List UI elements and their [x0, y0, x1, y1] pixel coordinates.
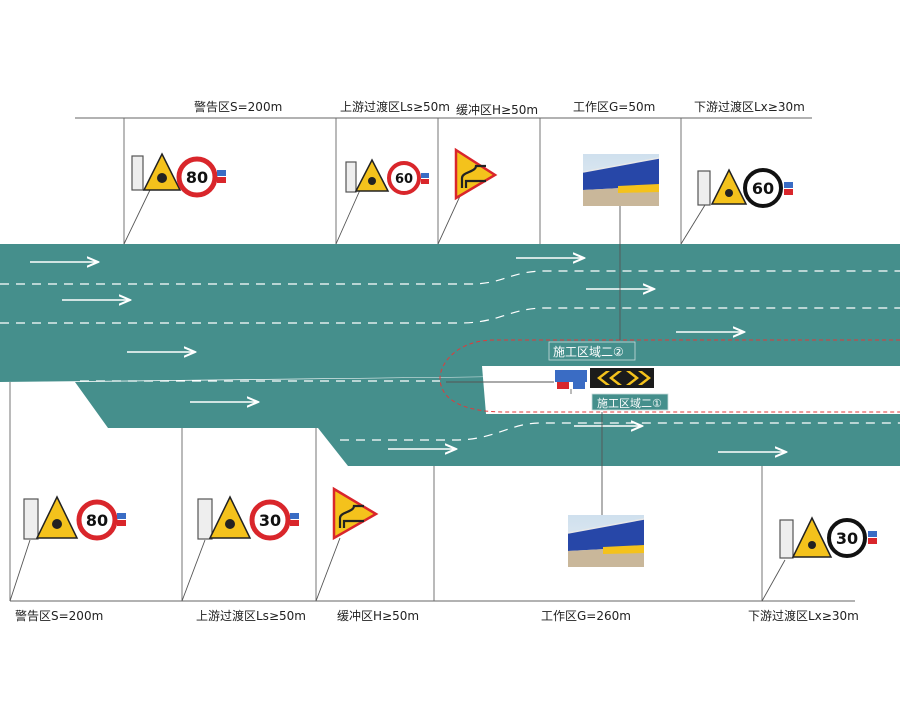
speed-limit-sign-icon: 30 [249, 499, 299, 541]
bottom-dimension-lines [9, 382, 855, 602]
end-speed-limit-sign-icon: 60 [743, 168, 793, 208]
zone-1-text: 施工区域二① [597, 397, 662, 410]
road [0, 244, 900, 466]
top-label-buffer: 缓冲区H≥50m [456, 102, 538, 117]
chevron-arrow-board-icon [590, 368, 654, 388]
zone-2-text: 施工区域二② [553, 345, 624, 359]
top-speed-2-value: 60 [395, 172, 413, 187]
bottom-speed-1-value: 80 [86, 511, 108, 530]
construction-warning-sign-icon [345, 158, 390, 193]
top-zone-labels: 警告区S=200m 上游过渡区Ls≥50m 缓冲区H≥50m 工作区G=50m … [194, 99, 805, 117]
construction-warning-sign-icon [779, 516, 833, 559]
traffic-arrows [30, 258, 786, 452]
bottom-speed-2-value: 30 [259, 511, 281, 530]
construction-warning-sign-icon [131, 152, 182, 191]
construction-warning-sign-icon [197, 495, 252, 540]
speed-limit-sign-icon: 80 [76, 499, 126, 541]
top-label-downstream: 下游过渡区Lx≥30m [694, 99, 805, 114]
top-label-work: 工作区G=50m [573, 100, 655, 114]
bottom-label-buffer: 缓冲区H≥50m [337, 608, 419, 623]
zone-1-label: 施工区域二① [591, 393, 669, 411]
speed-limit-sign-icon: 80 [176, 156, 226, 198]
bottom-label-upstream: 上游过渡区Ls≥50m [196, 608, 306, 623]
median-equipment [555, 368, 654, 394]
bottom-label-work: 工作区G=260m [541, 609, 631, 623]
bottom-label-downstream: 下游过渡区Lx≥30m [748, 608, 859, 623]
speed-limit-sign-icon: 60 [387, 161, 429, 195]
construction-fence-icon [582, 154, 660, 206]
upper-carriageway [0, 244, 900, 382]
top-label-upstream: 上游过渡区Ls≥50m [340, 99, 450, 114]
bottom-zone-labels: 警告区S=200m 上游过渡区Ls≥50m 缓冲区H≥50m 工作区G=260m… [15, 608, 859, 623]
end-speed-limit-sign-icon: 30 [827, 518, 877, 558]
median-work-strip [482, 366, 900, 414]
top-dimension-lines [75, 117, 812, 244]
top-speed-1-value: 80 [186, 168, 208, 187]
construction-warning-sign-icon [23, 495, 79, 540]
warning-light-icon [555, 370, 587, 394]
top-label-warning: 警告区S=200m [194, 99, 282, 114]
construction-warning-sign-icon [697, 168, 748, 206]
work-zone-boundary [439, 339, 900, 413]
bottom-end-speed-value: 30 [836, 529, 858, 548]
lane-markings [0, 270, 900, 441]
top-end-speed-value: 60 [752, 179, 774, 198]
sign-pointer-lines [9, 189, 786, 602]
lane-merge-sign-icon [454, 147, 498, 201]
lane-line-4 [340, 422, 900, 441]
lane-merge-sign-icon [332, 486, 379, 541]
zone-2-label: 施工区域二② [548, 341, 636, 361]
construction-fence-icon [567, 515, 645, 567]
bottom-label-warning: 警告区S=200m [15, 608, 103, 623]
